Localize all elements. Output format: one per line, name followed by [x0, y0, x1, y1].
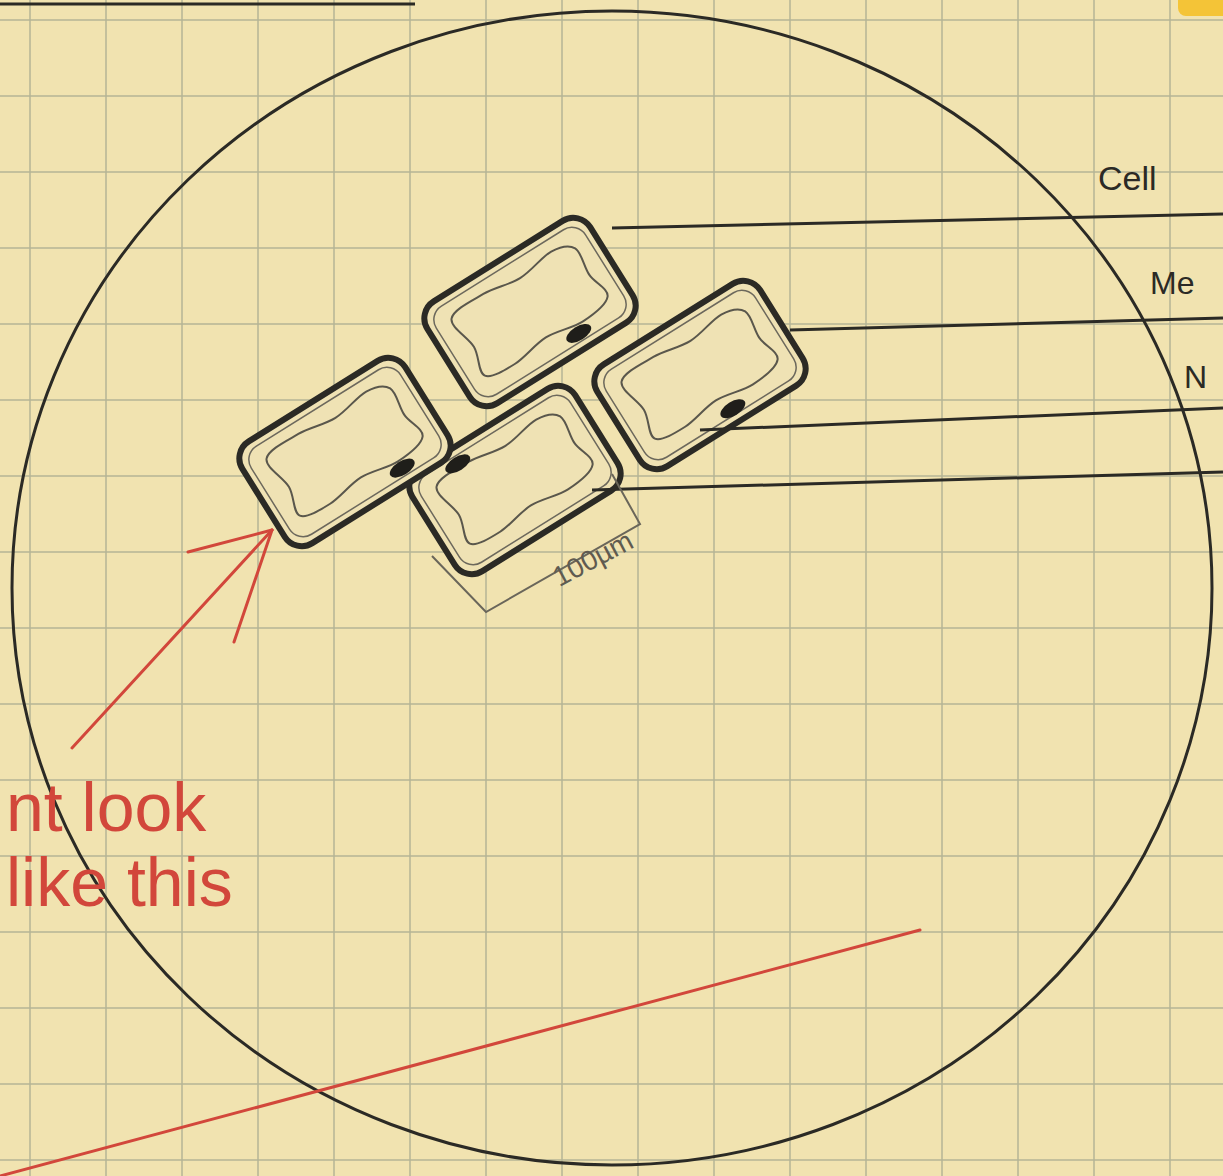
cells	[232, 210, 813, 582]
nucleus	[717, 395, 748, 422]
sticky-note	[1178, 0, 1223, 16]
vacuole	[446, 237, 613, 381]
grid-line	[941, 0, 943, 1176]
plant-cell	[232, 350, 458, 554]
part-label: N	[1184, 360, 1207, 395]
vacuole	[431, 405, 598, 549]
nucleus	[563, 320, 594, 347]
vacuole	[616, 300, 783, 444]
plant-cell	[587, 273, 813, 477]
leader-lines	[592, 214, 1223, 490]
grid-line	[713, 0, 715, 1176]
leader-line	[592, 472, 1223, 490]
vacuole	[261, 377, 428, 521]
arrow-head	[188, 530, 272, 552]
part-label: Cell	[1098, 160, 1157, 197]
grid-line	[0, 1007, 1223, 1009]
grid-line	[0, 703, 1223, 705]
grid-line	[105, 0, 107, 1176]
leader-line	[700, 408, 1223, 430]
cell-membrane	[413, 389, 617, 570]
grid-line	[1017, 0, 1019, 1176]
arrow-head	[234, 530, 272, 642]
grid-line	[485, 0, 487, 1176]
underline	[0, 930, 920, 1176]
grid-line	[0, 1159, 1223, 1161]
cell-wall	[232, 350, 458, 554]
grid-line	[0, 1083, 1223, 1085]
grid-line	[1169, 0, 1171, 1176]
grid-line	[0, 931, 1223, 933]
rule-line	[0, 3, 415, 6]
cell-membrane	[598, 284, 802, 465]
red-arrow	[0, 530, 920, 1176]
grid-line	[181, 0, 183, 1176]
grid-line	[0, 171, 1223, 173]
grid-line	[0, 247, 1223, 249]
grid-line	[0, 19, 1223, 21]
grid-line	[789, 0, 791, 1176]
leader-line	[790, 318, 1223, 330]
grid-line	[1093, 0, 1095, 1176]
grid-line	[0, 95, 1223, 97]
grid-line	[333, 0, 335, 1176]
grid-line	[29, 0, 31, 1176]
scale-label: 100µm	[548, 526, 639, 594]
grid-line	[637, 0, 639, 1176]
part-label: Me	[1150, 266, 1194, 301]
cell-membrane	[243, 361, 447, 542]
grid-line	[409, 0, 411, 1176]
field-of-view	[12, 11, 1212, 1165]
scale-bar	[432, 474, 640, 612]
teacher-note: nt look like this	[6, 770, 306, 920]
leader-line	[612, 214, 1223, 228]
cell-wall	[587, 273, 813, 477]
nucleus	[387, 455, 418, 482]
grid-line	[257, 0, 259, 1176]
arrow-shaft	[72, 530, 272, 748]
scale-bracket	[432, 474, 640, 612]
grid-line	[865, 0, 867, 1176]
